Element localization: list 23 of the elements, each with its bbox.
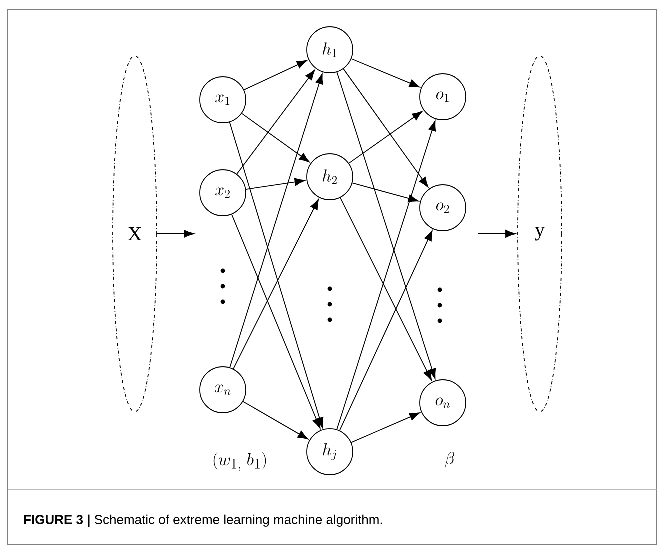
arrow (233, 199, 320, 370)
arrow (244, 60, 308, 91)
arrow (478, 230, 516, 238)
arrow (351, 58, 420, 88)
arrow (351, 412, 420, 444)
arrow (242, 401, 308, 440)
arrow (236, 70, 316, 175)
arrow (246, 178, 306, 190)
figure-caption: FIGURE 3 | Schematic of extreme learning machine algorithm. (24, 514, 382, 528)
arrow (340, 198, 432, 381)
arrow (343, 68, 429, 188)
weight-label: $(w_{1,}\ b_1)$ (214, 452, 266, 472)
arrow (230, 74, 324, 368)
weight-label: $\beta$ (445, 452, 455, 468)
arrow (336, 72, 436, 380)
arrow (348, 111, 423, 164)
arrow (339, 230, 433, 432)
arrow (242, 113, 310, 163)
arrow (232, 214, 321, 429)
arrow (229, 122, 324, 428)
arrow (336, 120, 436, 430)
arrow (352, 182, 419, 203)
arrow (157, 230, 194, 238)
